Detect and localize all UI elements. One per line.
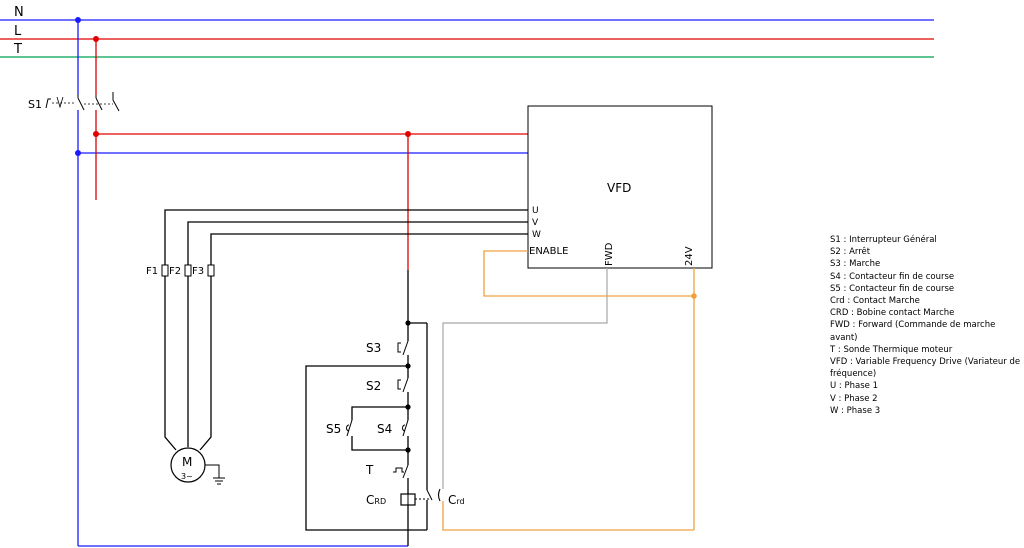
junction-dot bbox=[75, 17, 81, 23]
contact-label: Crd bbox=[448, 493, 465, 507]
thermal-sensor-t: T bbox=[365, 463, 409, 479]
legend-item: T : Sonde Thermique moteur bbox=[830, 344, 953, 355]
legend: S1 : Interrupteur Général S2 : Arrêt S3 … bbox=[830, 234, 1024, 417]
legend-item: S3 : Marche bbox=[830, 259, 881, 270]
switch-s3-label: S3 bbox=[366, 341, 381, 355]
contact-crd: Crd bbox=[415, 488, 465, 507]
rail-live: L bbox=[0, 24, 934, 40]
switch-s5: S5 bbox=[326, 419, 353, 437]
control-junctions bbox=[405, 320, 411, 453]
switch-s3: S3 bbox=[366, 340, 409, 356]
junction-dot bbox=[93, 36, 99, 42]
fuse-f2: F2 bbox=[169, 264, 192, 277]
vfd-terminal-enable: ENABLE bbox=[529, 246, 568, 257]
switch-s2-label: S2 bbox=[366, 379, 381, 393]
junction-dot bbox=[93, 131, 99, 137]
rail-earth-label: T bbox=[13, 42, 22, 57]
coil-crd: CRD bbox=[366, 493, 416, 507]
switch-s4: S4 bbox=[377, 419, 409, 437]
junction-dot bbox=[691, 293, 697, 299]
vfd-terminal-v: V bbox=[532, 218, 539, 228]
switch-s2: S2 bbox=[366, 377, 409, 393]
legend-item: S1 : Interrupteur Général bbox=[830, 235, 937, 245]
legend-item: V : Phase 2 bbox=[830, 393, 878, 404]
legend-item: S2 : Arrêt bbox=[830, 247, 871, 258]
rail-earth: T bbox=[0, 42, 934, 58]
rail-neutral: N bbox=[0, 5, 934, 21]
fuse-f1: F1 bbox=[146, 264, 169, 277]
thermal-sensor-label: T bbox=[365, 463, 374, 477]
control-circuit bbox=[305, 270, 428, 546]
vfd-terminal-w: W bbox=[532, 230, 541, 240]
legend-item: W : Phase 3 bbox=[830, 405, 881, 416]
legend-item: CRD : Bobine contact Marche bbox=[830, 308, 955, 319]
legend-item: Crd : Contact Marche bbox=[830, 296, 920, 307]
fuse-label: F3 bbox=[192, 266, 204, 277]
vfd-title: VFD bbox=[607, 181, 631, 195]
motor-m3: M 3~ bbox=[170, 447, 225, 485]
rail-live-label: L bbox=[14, 24, 22, 39]
legend-item: U : Phase 1 bbox=[830, 381, 878, 392]
motor-label: M bbox=[182, 455, 192, 469]
vfd-terminal-fwd: FWD bbox=[604, 242, 615, 266]
switch-s5-label: S5 bbox=[326, 422, 341, 436]
rail-neutral-label: N bbox=[14, 5, 24, 20]
legend-item: S4 : Contacteur fin de course bbox=[830, 271, 955, 282]
main-switch-s1: S1 bbox=[28, 92, 120, 112]
legend-item: S5 : Contacteur fin de course bbox=[830, 283, 955, 294]
vfd-terminal-24v: 24V bbox=[684, 246, 695, 266]
main-switch-label: S1 bbox=[28, 98, 42, 111]
junction-dot bbox=[75, 150, 81, 156]
legend-item: VFD : Variable Frequency Drive (Variateu… bbox=[830, 357, 1021, 380]
fuse-label: F1 bbox=[146, 266, 158, 277]
junction-dot bbox=[405, 131, 411, 137]
motor-sub-label: 3~ bbox=[181, 472, 193, 481]
legend-item: FWD : Forward (Commande de marche avant) bbox=[830, 320, 996, 343]
vfd-terminal-u: U bbox=[532, 206, 539, 216]
fuse-label: F2 bbox=[169, 266, 181, 277]
supply-24v-wiring bbox=[442, 250, 695, 531]
motor-power-wiring bbox=[164, 209, 528, 451]
fuse-f3: F3 bbox=[192, 264, 215, 277]
fwd-signal-wire bbox=[442, 268, 608, 489]
coil-label: CRD bbox=[366, 493, 386, 507]
vfd-unit: VFD U V W ENABLE FWD 24V bbox=[527, 105, 713, 269]
switch-s4-label: S4 bbox=[377, 422, 392, 436]
